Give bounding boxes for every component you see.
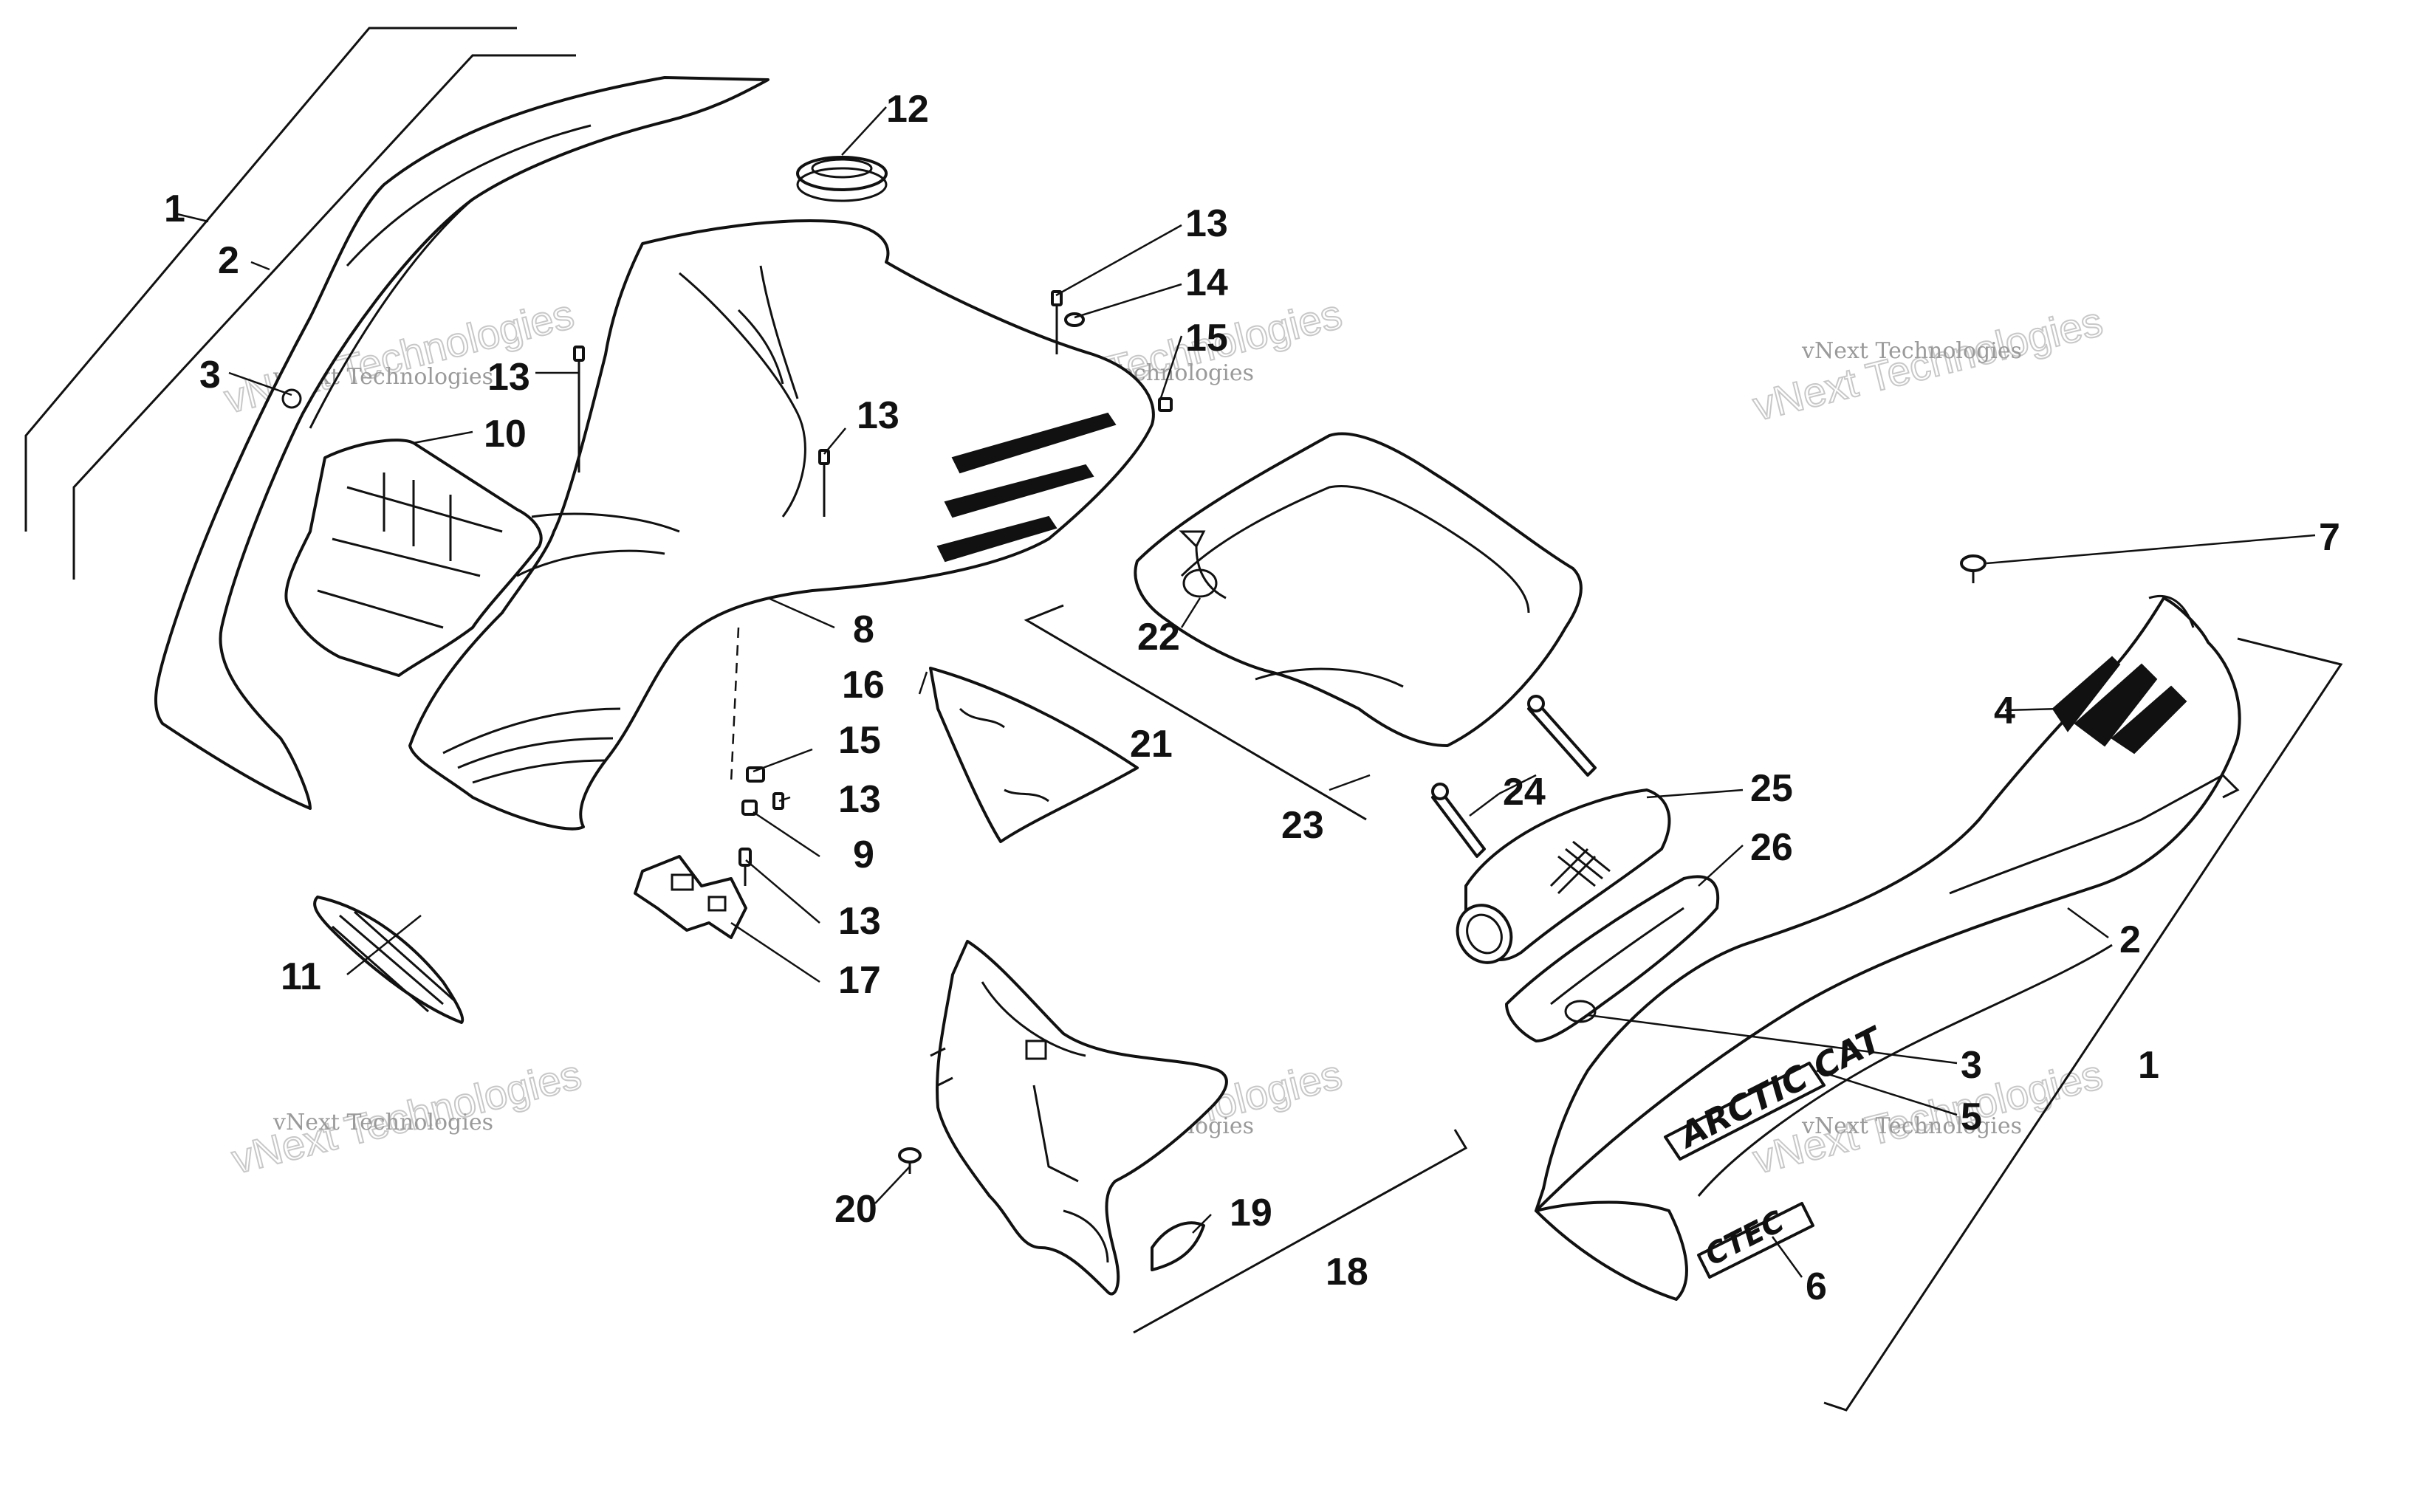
callout-22: 22 — [1137, 616, 1180, 659]
lower-belly-pan-bracket — [1133, 1129, 1468, 1334]
pushpin-rivet — [898, 1147, 922, 1174]
lower-belly-pan — [930, 940, 1228, 1296]
callout-2: 2 — [218, 239, 239, 282]
right-side-panel — [1535, 594, 2241, 1301]
small-decal-19 — [1151, 1221, 1205, 1271]
callout-3: 3 — [1961, 1044, 1982, 1087]
watermark-text: vNext Technologies — [272, 1110, 493, 1135]
watermark-text: vNext Technologies — [1801, 338, 2022, 364]
callout-15: 15 — [1185, 317, 1228, 360]
callout-21: 21 — [1130, 723, 1173, 766]
callout-6: 6 — [1806, 1265, 1827, 1308]
inner-tray — [1134, 432, 1583, 747]
callout-13: 13 — [487, 356, 530, 399]
callout-4: 4 — [1994, 690, 2015, 732]
callout-19: 19 — [1230, 1192, 1272, 1234]
callout-13: 13 — [838, 900, 881, 943]
callout-26: 26 — [1750, 826, 1793, 869]
callout-20: 20 — [834, 1188, 877, 1231]
mount-bracket — [634, 855, 747, 939]
decal-ctec-text: CTEC — [1700, 1204, 1790, 1272]
callout-10: 10 — [484, 413, 527, 456]
callout-25: 25 — [1750, 767, 1793, 810]
front-cowl — [408, 219, 1155, 831]
watermark: vNext Technologies vNext Technologies — [1748, 297, 2108, 430]
callout-13: 13 — [838, 778, 881, 821]
fasteners — [573, 290, 1173, 886]
callout-13: 13 — [857, 394, 899, 437]
callout-23: 23 — [1281, 804, 1324, 847]
vent-duct — [284, 439, 543, 677]
callout-7: 7 — [2319, 516, 2340, 559]
callout-1: 1 — [164, 188, 185, 230]
callout-24: 24 — [1503, 771, 1546, 814]
bracket-left-1 — [24, 27, 517, 532]
left-side-panel — [154, 76, 769, 810]
windshield — [929, 667, 1139, 843]
callout-18: 18 — [1326, 1251, 1368, 1293]
watermark-text: vNext Technologies — [1801, 1113, 2022, 1139]
callout-3: 3 — [199, 354, 221, 396]
grommet — [796, 156, 888, 202]
screen-mesh — [313, 896, 465, 1024]
callout-11: 11 — [281, 955, 321, 998]
straps — [1431, 695, 1597, 858]
pushpin-rivet-7 — [1960, 554, 1987, 583]
callout-2: 2 — [2119, 918, 2141, 961]
callout-14: 14 — [1185, 261, 1228, 304]
callout-13: 13 — [1185, 202, 1228, 245]
callout-16: 16 — [842, 664, 885, 707]
bracket-right-1 — [1823, 637, 2343, 1412]
callout-12: 12 — [886, 88, 929, 131]
decal-ctec: CTEC — [1697, 1202, 1814, 1279]
leader-lines — [228, 106, 2316, 1278]
callout-1: 1 — [2138, 1044, 2159, 1087]
inner-tray-bracket-21 — [1024, 604, 1367, 821]
callout-8: 8 — [853, 608, 874, 651]
callout-15: 15 — [838, 719, 881, 762]
callout-9: 9 — [853, 834, 874, 876]
watermark: vNext Technologies vNext Technologies — [227, 1050, 586, 1183]
callout-17: 17 — [838, 959, 881, 1002]
bracket-left-2 — [72, 54, 576, 580]
callout-5: 5 — [1961, 1096, 1982, 1138]
callouts: 1 2 3 13 10 12 13 13 14 15 8 16 15 13 9 … — [164, 88, 2340, 1308]
canister — [1456, 788, 1671, 964]
canister-cover — [1505, 875, 1720, 1042]
